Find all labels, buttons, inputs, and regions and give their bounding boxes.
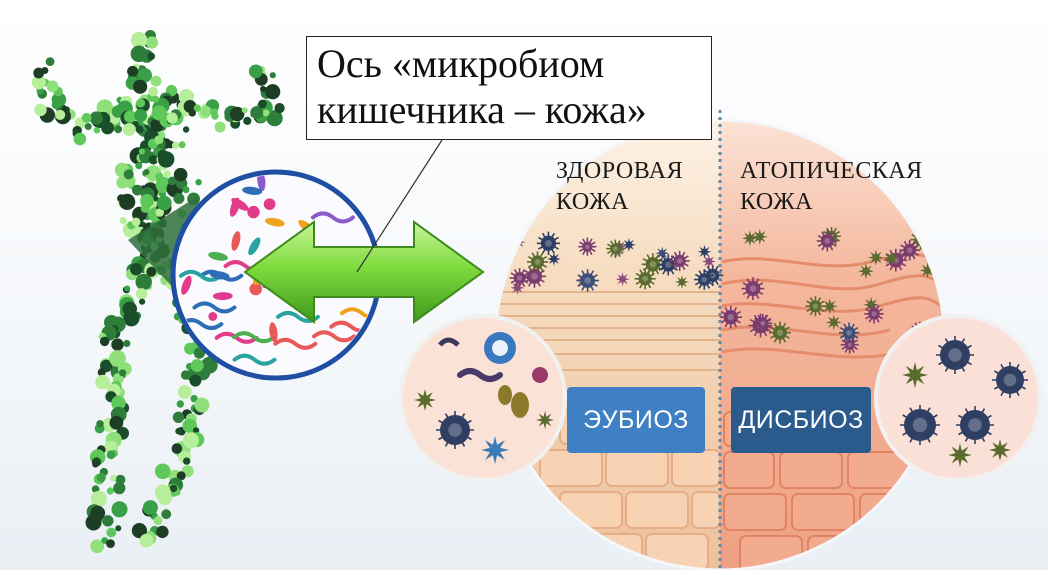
atopic-label-line-1: АТОПИЧЕСКАЯ bbox=[740, 158, 923, 184]
healthy-label-line-1: ЗДОРОВАЯ bbox=[556, 158, 684, 184]
title-line-2: кишечника – кожа» bbox=[317, 87, 647, 132]
atopic-skin-label: АТОПИЧЕСКАЯ КОЖА bbox=[740, 156, 923, 218]
title-line-1: Ось «микробиом bbox=[317, 41, 605, 86]
dysbiosis-microbes-zoom bbox=[874, 314, 1042, 482]
dysbiosis-badge: ДИСБИОЗ bbox=[731, 387, 871, 453]
healthy-label-line-2: КОЖА bbox=[556, 189, 629, 215]
double-arrow bbox=[243, 220, 485, 324]
healthy-skin-label: ЗДОРОВАЯ КОЖА bbox=[556, 156, 683, 218]
healthy-microbes-zoom bbox=[399, 314, 567, 482]
leader-line bbox=[356, 139, 443, 273]
atopic-label-line-2: КОЖА bbox=[740, 189, 813, 215]
title-box: Ось «микробиом кишечника – кожа» bbox=[306, 36, 712, 140]
eubiosis-badge: ЭУБИОЗ bbox=[567, 387, 705, 453]
